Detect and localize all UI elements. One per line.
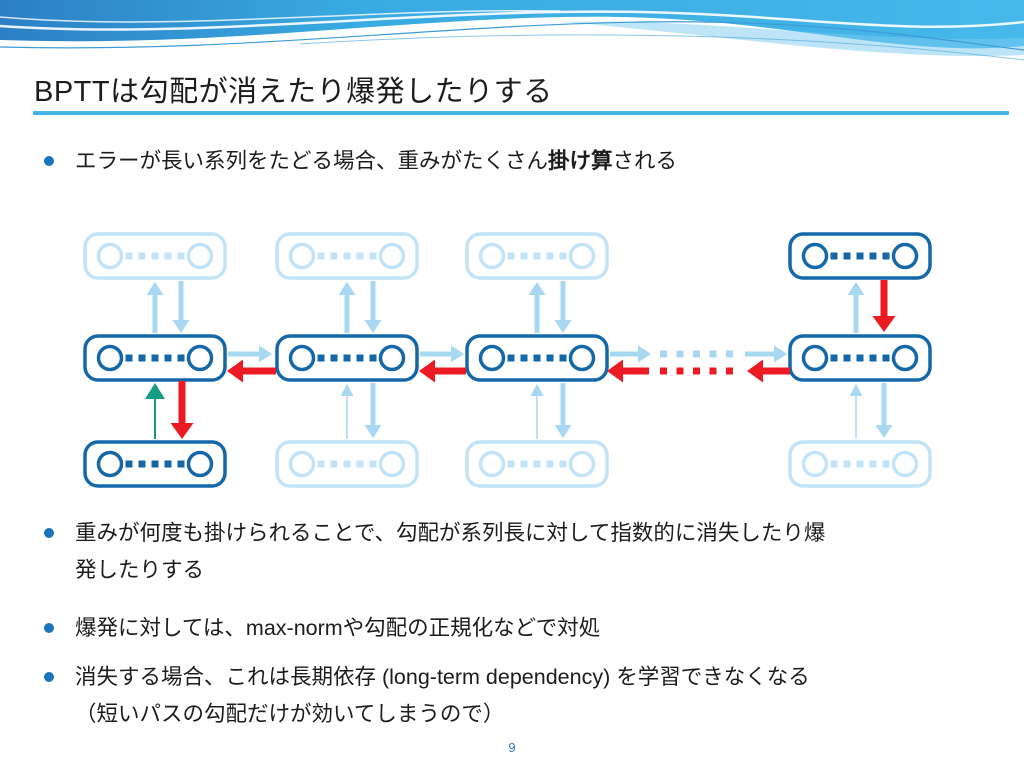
connection-arrow (875, 383, 893, 438)
connection-arrow (338, 282, 356, 333)
gradient-arrow (607, 359, 649, 383)
rnn-cell-active (275, 334, 419, 382)
forward-arrow (145, 383, 165, 439)
title-underline (33, 111, 1009, 115)
bullet-text-1: エラーが長い系列をたどる場合、重みがたくさん掛け算される (75, 143, 677, 180)
bullet-icon (44, 528, 54, 538)
bullet-text-4: 消失する場合、これは長期依存 (long-term dependency) を学… (75, 665, 810, 726)
bullet-icon (44, 672, 54, 682)
connection-arrow (340, 384, 354, 439)
connection-arrow (420, 345, 464, 363)
connection-arrow (364, 383, 382, 438)
wave-white-swoosh (0, 10, 1024, 31)
bullet-item-1: エラーが長い系列をたどる場合、重みがたくさん掛け算される (44, 143, 996, 180)
connection-arrow (745, 345, 787, 363)
bullet-text-3: 爆発に対しては、max-normや勾配の正規化などで対処 (75, 616, 601, 640)
connection-arrow (849, 384, 863, 439)
header-wave (0, 0, 1024, 61)
bullet-item-3: 爆発に対しては、max-normや勾配の正規化などで対処 (44, 610, 996, 647)
bullet-text-2: 重みが何度も掛けられることで、勾配が系列長に対して指数的に消失したり爆 発したり… (75, 521, 826, 582)
connection-arrow (847, 282, 865, 333)
bullet1-bold: 掛け算 (548, 149, 613, 173)
connection-arrow (146, 282, 164, 333)
rnn-cell-faded (83, 232, 227, 280)
wave-thin-line-2 (299, 34, 1024, 61)
connection-arrow (530, 384, 544, 439)
rnn-cell-faded (465, 232, 609, 280)
connection-arrow (554, 383, 572, 438)
bullet1-pre: エラーが長い系列をたどる場合、重みがたくさん (75, 149, 549, 173)
gradient-arrow (872, 280, 896, 332)
bullet1-post: される (612, 149, 678, 173)
rnn-cell-faded (788, 440, 932, 488)
rnn-cell-faded (465, 440, 609, 488)
connection-arrow (528, 282, 546, 333)
rnn-cell-active (83, 334, 227, 382)
connection-arrow (554, 281, 572, 333)
rnn-bptt-diagram (83, 232, 932, 488)
gradient-arrow (170, 381, 194, 439)
rnn-cell-active (788, 334, 932, 382)
rnn-cell-active (465, 334, 609, 382)
rnn-cell-faded (275, 440, 419, 488)
wave-white-swoosh-2 (0, 10, 561, 23)
gradient-arrow (419, 359, 466, 383)
bullet-icon (44, 156, 54, 166)
wave-overlay (560, 21, 1024, 57)
connection-arrow (610, 345, 651, 363)
connection-arrow (364, 281, 382, 333)
gradient-arrow (227, 359, 276, 383)
bullet-item-4: 消失する場合、これは長期依存 (long-term dependency) を学… (44, 659, 996, 733)
rnn-cell-active (788, 232, 932, 280)
connection-arrow (228, 345, 272, 363)
bullet-icon (44, 623, 54, 633)
rnn-cell-active (83, 440, 227, 488)
bullet-item-2: 重みが何度も掛けられることで、勾配が系列長に対して指数的に消失したり爆 発したり… (44, 515, 996, 589)
wave-band (0, 0, 1024, 49)
rnn-cell-faded (275, 232, 419, 280)
wave-thin-line (0, 21, 1024, 51)
page-number: 9 (508, 740, 516, 755)
gradient-arrow (747, 359, 790, 383)
slide-title: BPTTは勾配が消えたり爆発したりする (34, 76, 553, 108)
connection-arrow (172, 281, 190, 333)
